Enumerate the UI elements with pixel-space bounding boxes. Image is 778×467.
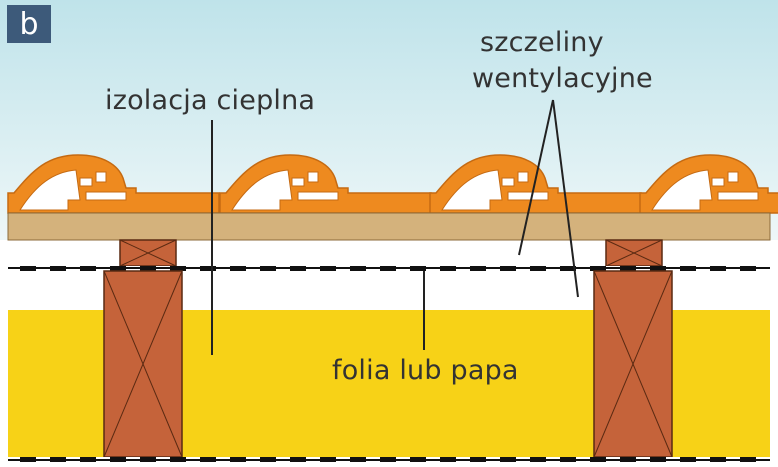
- rafter-right: [593, 270, 673, 458]
- roof-tiles: [7, 154, 778, 214]
- label-wentylacyjne: wentylacyjne: [472, 63, 653, 94]
- counter-batten-right: [605, 239, 663, 267]
- rafter-left: [103, 270, 183, 458]
- roof-tile: [219, 154, 432, 214]
- label-izolacja-cieplna: izolacja cieplna: [105, 85, 316, 116]
- label-szczeliny: szczeliny: [480, 27, 604, 58]
- membrane-upper: [8, 266, 770, 271]
- roof-tile: [639, 154, 778, 214]
- label-folia-lub-papa: folia lub papa: [330, 355, 521, 387]
- leader-szczeliny-1: [518, 99, 554, 256]
- membrane-lower: [8, 457, 770, 462]
- roof-tile: [7, 154, 220, 214]
- leader-szczeliny-2: [552, 99, 579, 298]
- panel-letter-badge: b: [7, 5, 51, 43]
- batten-board: [7, 212, 771, 241]
- counter-batten-left: [119, 239, 177, 267]
